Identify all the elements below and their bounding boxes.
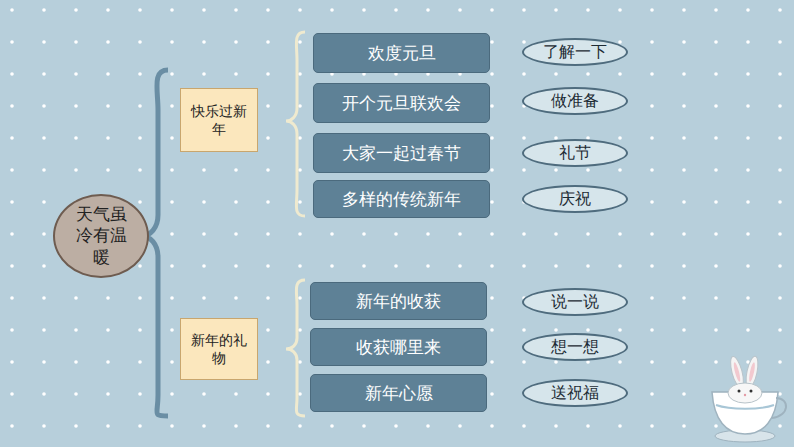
node-text: 欢度元旦: [368, 42, 436, 65]
topic-box: 新年心愿: [310, 374, 487, 412]
topic-box: 大家一起过春节: [313, 133, 490, 173]
node-text: 多样的传统新年: [342, 188, 461, 211]
node-text: 想一想: [551, 337, 599, 358]
tag-oval: 送祝福: [522, 379, 628, 407]
curly-brace: [286, 280, 305, 416]
tag-oval: 想一想: [522, 333, 628, 361]
tag-oval: 说一说: [522, 288, 628, 316]
node-text: 庆祝: [559, 189, 591, 210]
tag-oval: 庆祝: [522, 185, 628, 213]
topic-box: 收获哪里来: [310, 328, 487, 366]
node-text: 开个元旦联欢会: [342, 92, 461, 115]
node-text: 做准备: [551, 91, 599, 112]
tag-oval: 做准备: [522, 87, 628, 115]
rabbit-teacup: [712, 355, 786, 442]
curly-brace: [286, 32, 305, 216]
node-text: 新年的收获: [356, 290, 441, 313]
tag-oval: 礼节: [522, 139, 628, 167]
node-text: 大家一起过春节: [342, 142, 461, 165]
tag-oval: 了解一下: [522, 38, 628, 66]
node-text: 新年心愿: [365, 382, 433, 405]
topic-box: 欢度元旦: [313, 33, 490, 73]
node-text: 新年的礼物: [186, 331, 252, 367]
node-text: 礼节: [559, 143, 591, 164]
topic-box: 多样的传统新年: [313, 180, 490, 218]
node-text: 快乐过新年: [186, 102, 252, 138]
node-text: 说一说: [551, 292, 599, 313]
topic-box: 新年的收获: [310, 282, 487, 320]
node-text: 收获哪里来: [356, 336, 441, 359]
category-box: 快乐过新年: [180, 88, 258, 152]
category-box: 新年的礼物: [180, 318, 258, 380]
node-text: 天气虽冷有温暖: [74, 204, 128, 268]
root-oval: 天气虽冷有温暖: [53, 194, 149, 278]
node-text: 了解一下: [543, 42, 607, 63]
topic-box: 开个元旦联欢会: [313, 83, 490, 123]
node-text: 送祝福: [551, 383, 599, 404]
